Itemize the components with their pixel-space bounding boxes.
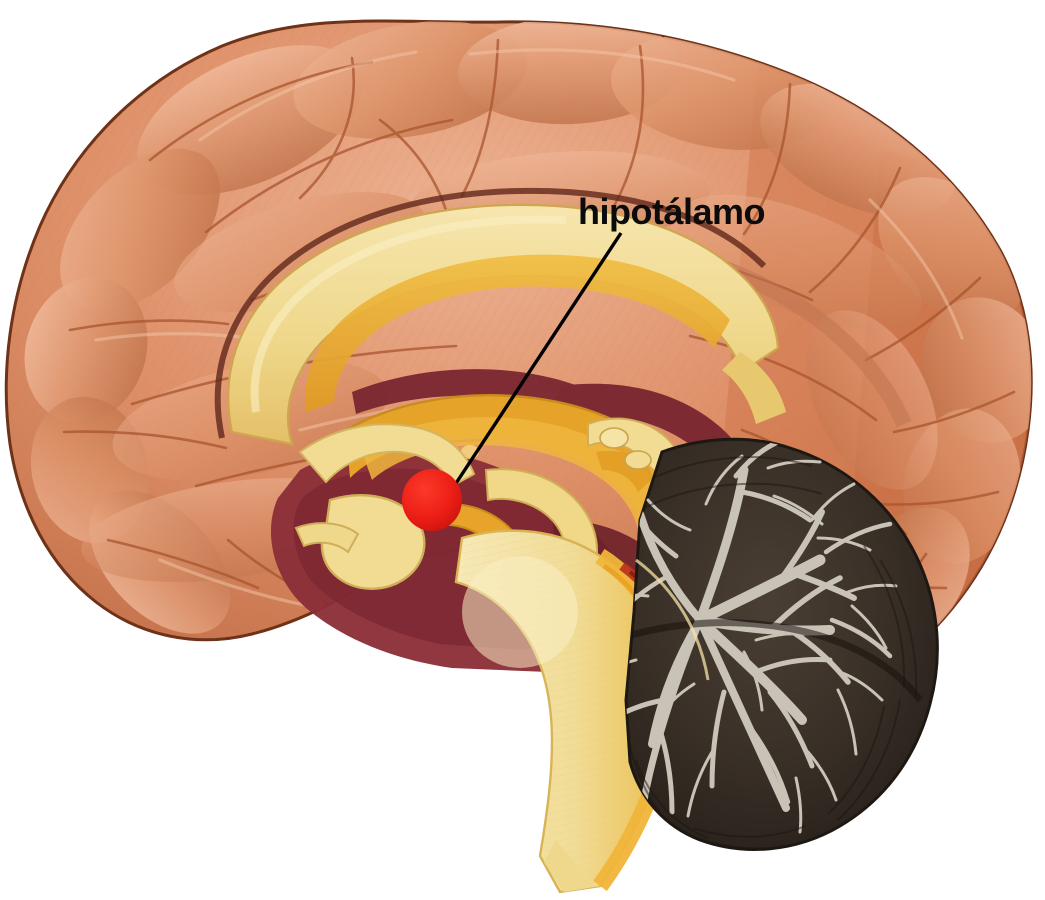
superior-colliculus [599,427,629,449]
cerebellar-folia [626,456,918,850]
pons [462,556,578,668]
hypothalamus-marker [402,469,462,531]
corpus-callosum [214,187,786,446]
horizontal-fissure [627,619,923,703]
cerebellum [624,437,939,851]
leader-line [439,232,623,507]
choroidal-band [552,383,752,496]
stem-rim [635,558,710,681]
optic-chiasm [294,522,360,554]
inferior-colliculus [624,450,652,470]
annotation-graphics [402,232,623,531]
pituitary-region [320,494,426,590]
